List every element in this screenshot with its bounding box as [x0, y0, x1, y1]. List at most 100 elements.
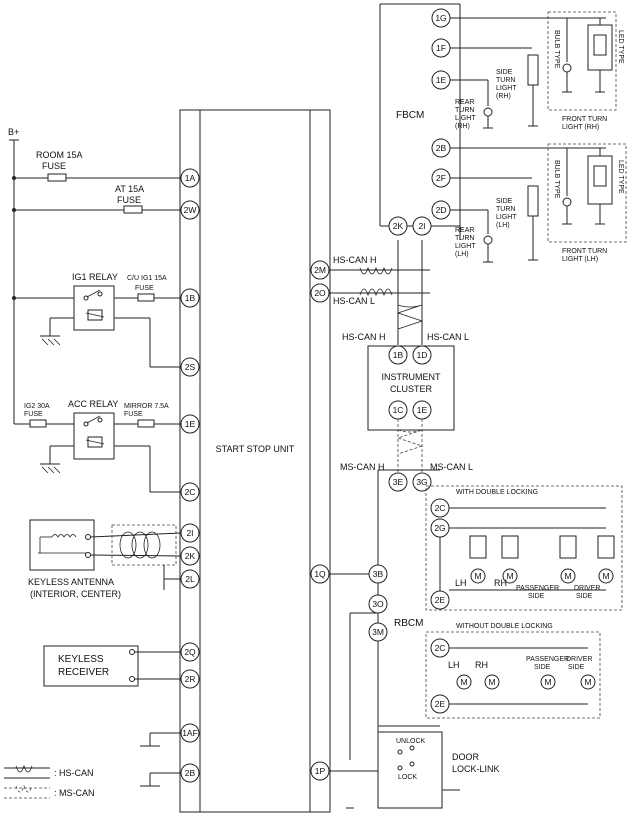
cu-ig1-fuse: [137, 293, 155, 302]
ssu-grounds: [140, 732, 181, 787]
fbcm: FBCM 1G 1F 1E 2B 2F 2D 2K 2I: [379, 3, 461, 240]
front-lh-label-1: FRONT TURN: [562, 248, 607, 255]
without-rh-label: RH: [475, 660, 488, 670]
start-stop-unit-label: START STOP UNIT: [216, 444, 295, 454]
side-lh-label-3: LIGHT: [496, 214, 517, 221]
bulb-type-lh: BULB TYPE: [553, 160, 560, 199]
fbcm-pin-2i: 2I: [418, 221, 425, 231]
pin-2i: 2I: [186, 528, 193, 538]
with-pin-2e: 2E: [435, 595, 446, 605]
fbcm-pin-2d: 2D: [436, 205, 447, 215]
fbcm-pin-2k: 2K: [393, 221, 404, 231]
fbcm-pin-2b: 2B: [436, 143, 447, 153]
with-passenger-label-1: PASSENGER: [516, 585, 559, 592]
ms-can-l-label: MS-CAN L: [430, 462, 473, 472]
rear-rh-label-4: (RH): [455, 123, 470, 130]
without-double-locking: WITHOUT DOUBLE LOCKING 2C 2E M M M M LH …: [425, 623, 601, 719]
hs-can-h-label-2: HS-CAN H: [342, 332, 386, 342]
motor-driver-without: M: [584, 677, 591, 687]
with-rh-label: RH: [494, 578, 507, 588]
side-lh-label-4: (LH): [496, 222, 510, 229]
bplus-label: B+: [8, 127, 19, 137]
with-pin-2c: 2C: [435, 503, 446, 513]
ig1-relay-label: IG1 RELAY: [72, 272, 118, 282]
side-rh-label-3: LIGHT: [496, 85, 517, 92]
rbcm-pin-3g: 3G: [416, 477, 427, 487]
ig2-fuse: [29, 419, 47, 428]
cluster-pin-1e: 1E: [417, 405, 428, 415]
pin-2o: 2O: [314, 288, 326, 298]
motor-driver-with: M: [602, 571, 609, 581]
with-lh-label: LH: [455, 578, 467, 588]
pin-1af: 1AF: [182, 728, 198, 738]
rbcm-label: RBCM: [394, 618, 423, 629]
ms-can-bus: MS-CAN H MS-CAN L: [340, 419, 473, 473]
legend: : HS-CAN : MS-CAN: [4, 764, 95, 799]
turn-lights-rh: SIDE TURN LIGHT (RH) REAR TURN LIGHT (RH…: [450, 11, 624, 131]
led-type-lh: LED TYPE: [617, 160, 624, 194]
at-fuse-label-2: FUSE: [117, 195, 141, 205]
pin-2r: 2R: [185, 674, 196, 684]
rear-lh-label-4: (LH): [455, 251, 469, 258]
legend-hs-can: : HS-CAN: [54, 768, 94, 778]
without-lh-label: LH: [448, 660, 460, 670]
door-lock-link-label-2: LOCK-LINK: [452, 764, 500, 774]
without-passenger-label-1: PASSENGER: [526, 656, 569, 663]
without-pin-2c: 2C: [435, 643, 446, 653]
side-rh-label-1: SIDE: [496, 69, 513, 76]
motor-lh-without: M: [460, 677, 467, 687]
instrument-cluster: 1B 1D 1C 1E INSTRUMENT CLUSTER: [367, 345, 455, 431]
without-driver-label-2: SIDE: [568, 664, 585, 671]
with-passenger-label-2: SIDE: [528, 593, 545, 600]
motor-passenger-without: M: [544, 677, 551, 687]
fbcm-pin-1f: 1F: [436, 43, 446, 53]
with-driver-label-1: DRIVER: [574, 585, 600, 592]
side-rh-label-2: TURN: [496, 77, 515, 84]
ms-can-h-label: MS-CAN H: [340, 462, 385, 472]
led-type-rh: LED TYPE: [617, 30, 624, 64]
room-fuse-label-1: ROOM 15A: [36, 150, 83, 160]
rear-lh-label-3: LIGHT: [455, 243, 476, 250]
bulb-type-rh: BULB TYPE: [553, 30, 560, 69]
pin-2b: 2B: [185, 768, 196, 778]
pin-2w: 2W: [184, 205, 197, 215]
pin-2q: 2Q: [184, 647, 196, 657]
side-lh-label-2: TURN: [496, 206, 515, 213]
motor-rh-with: M: [506, 571, 513, 581]
room-fuse: [47, 173, 67, 182]
front-lh-label-2: LIGHT (LH): [562, 256, 598, 263]
ssu-right-pins: 2M 2O 1Q 1P: [310, 260, 330, 781]
with-pin-2g: 2G: [434, 523, 445, 533]
door-lock-link: UNLOCK LOCK DOOR LOCK-LINK: [329, 612, 500, 809]
keyless-antenna-label-2: (INTERIOR, CENTER): [30, 589, 121, 599]
fbcm-label: FBCM: [396, 110, 424, 121]
with-double-locking: WITH DOUBLE LOCKING 2C 2G 2E M M M M LH …: [425, 485, 623, 611]
without-double-locking-label: WITHOUT DOUBLE LOCKING: [456, 623, 553, 630]
cluster-label-2: CLUSTER: [390, 384, 433, 394]
door-lock-link-label-1: DOOR: [452, 752, 480, 762]
rear-lh-label-1: REAR: [455, 227, 474, 234]
rbcm-pin-3m: 3M: [372, 627, 384, 637]
ig1-relay: [73, 285, 115, 331]
cu-ig1-fuse-label-1: C/U IG1 15A: [127, 275, 167, 282]
pin-2s: 2S: [185, 362, 196, 372]
rear-rh-label-2: TURN: [455, 107, 474, 114]
ig2-fuse-label-2: FUSE: [24, 411, 43, 418]
pin-2m: 2M: [314, 265, 326, 275]
pin-1a: 1A: [185, 173, 196, 183]
pin-1q: 1Q: [314, 569, 326, 579]
keyless-antenna-label-1: KEYLESS ANTENNA: [28, 577, 114, 587]
motor-rh-without: M: [488, 677, 495, 687]
keyless-receiver: KEYLESS RECEIVER: [43, 645, 181, 687]
cluster-label-1: INSTRUMENT: [382, 372, 441, 382]
ssu-left-pins: 1A 2W 1B 2S 1E 2C 2I 2K 2L 2Q 2R 1AF 2B: [180, 168, 200, 783]
lock-label: LOCK: [398, 774, 417, 781]
fbcm-pin-2f: 2F: [436, 173, 446, 183]
cluster-pin-1b: 1B: [393, 350, 404, 360]
hs-can-h-label-1: HS-CAN H: [333, 255, 377, 265]
acc-relay-label: ACC RELAY: [68, 399, 118, 409]
hs-can-bus: HS-CAN H HS-CAN L HS-CAN H HS-CAN L: [329, 240, 469, 345]
rbcm-pin-3e: 3E: [393, 477, 404, 487]
without-pin-2e: 2E: [435, 699, 446, 709]
fbcm-pin-1e: 1E: [436, 75, 447, 85]
